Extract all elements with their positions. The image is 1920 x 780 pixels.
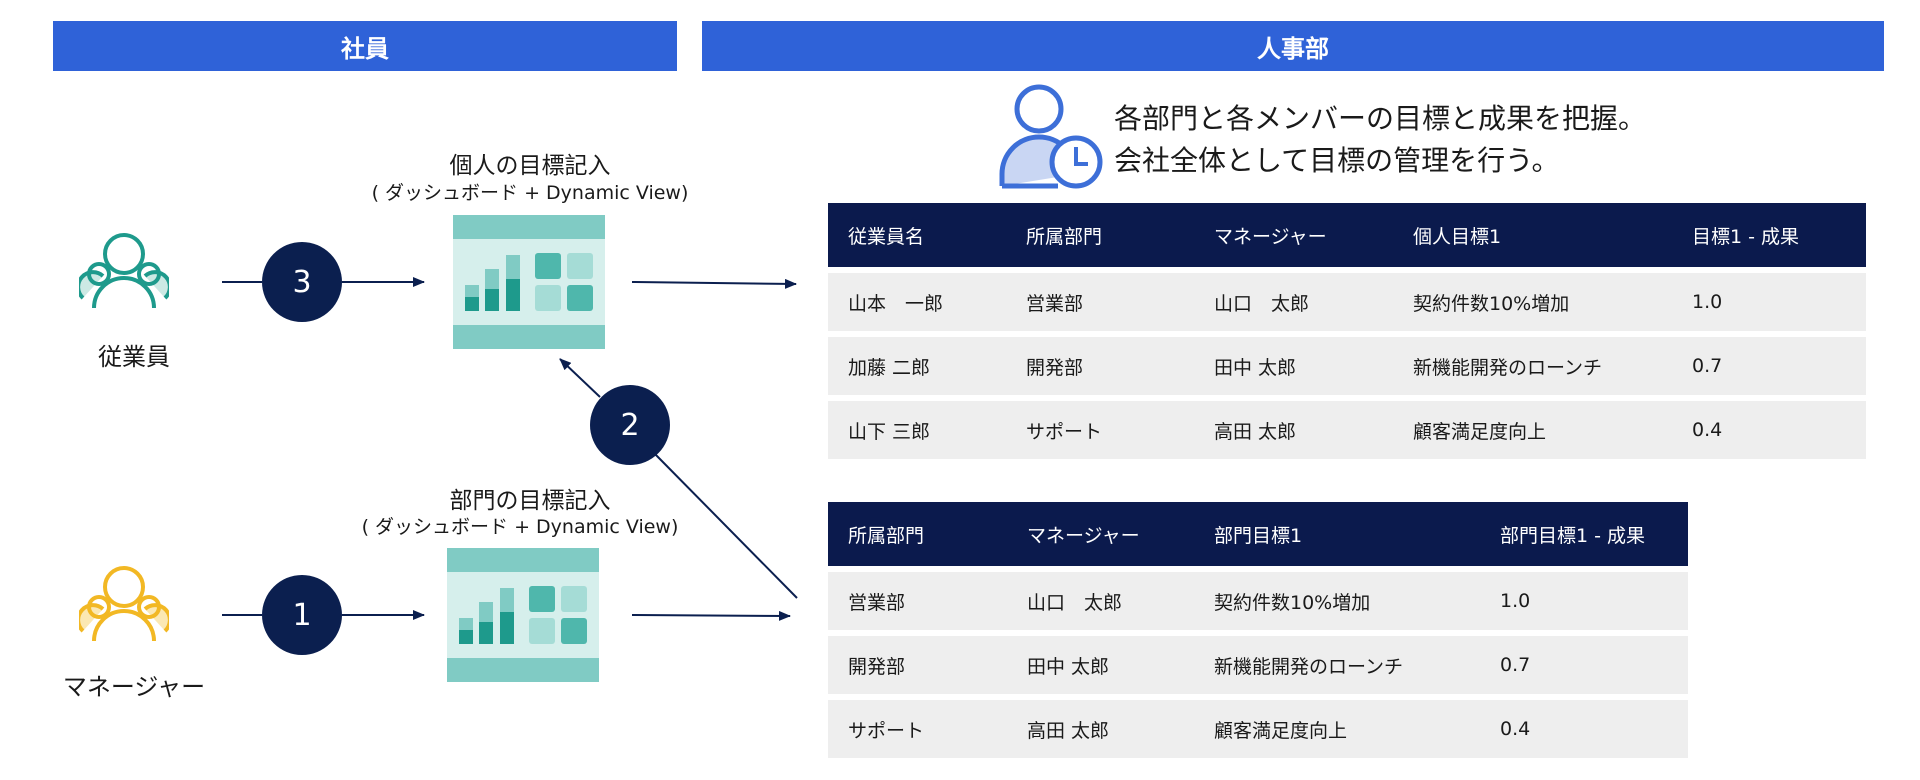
- hr-user-clock-icon: [999, 84, 1103, 189]
- column-header: 目標1 - 成果: [1672, 203, 1866, 267]
- column-header: マネージャー: [1007, 502, 1194, 566]
- table-cell: 山口 太郎: [1194, 273, 1393, 331]
- table-cell: 新機能開発のローンチ: [1194, 636, 1480, 694]
- table-cell: 山口 太郎: [1007, 572, 1194, 630]
- table-cell: 山本 一郎: [828, 273, 1006, 331]
- column-header: 個人目標1: [1393, 203, 1672, 267]
- table-cell: 山下 三郎: [828, 401, 1006, 459]
- table-cell: 0.7: [1672, 337, 1866, 395]
- table-row: 山本 一郎 営業部 山口 太郎 契約件数10%増加 1.0: [828, 273, 1866, 331]
- table-cell: 1.0: [1672, 273, 1866, 331]
- table-cell: 高田 太郎: [1007, 700, 1194, 758]
- step-3-badge: 3: [262, 242, 342, 322]
- table-cell: 田中 太郎: [1194, 337, 1393, 395]
- table-cell: 営業部: [1006, 273, 1194, 331]
- individual-dashboard-title: 個人の目標記入: [449, 153, 611, 179]
- table-header-row: 所属部門 マネージャー 部門目標1 部門目標1 - 成果: [828, 502, 1688, 566]
- table-cell: 0.4: [1672, 401, 1866, 459]
- table-cell: サポート: [1006, 401, 1194, 459]
- table-row: 山下 三郎 サポート 高田 太郎 顧客満足度向上 0.4: [828, 401, 1866, 459]
- manager-group-icon: [79, 566, 169, 642]
- employee-section-banner: 社員: [53, 21, 677, 71]
- table-cell: 顧客満足度向上: [1393, 401, 1672, 459]
- hr-description-line-2: 会社全体として目標の管理を行う。: [1114, 144, 1560, 177]
- arrow-dashboard-to-department-table: [631, 610, 791, 621]
- employee-section-title: 社員: [341, 34, 389, 63]
- department-dashboard-subtitle: ( ダッシュボード + Dynamic View): [361, 516, 679, 538]
- employee-group-icon: [79, 233, 169, 309]
- arrow-dashboard-to-employee-table: [631, 278, 797, 289]
- column-header: 所属部門: [1006, 203, 1194, 267]
- table-cell: 0.7: [1480, 636, 1688, 694]
- column-header: 部門目標1: [1194, 502, 1480, 566]
- table-row: 開発部 田中 太郎 新機能開発のローンチ 0.7: [828, 636, 1688, 694]
- step-1-badge: 1: [262, 575, 342, 655]
- arrow-step2-to-individual-dashboard: [559, 358, 601, 398]
- table-cell: 高田 太郎: [1194, 401, 1393, 459]
- step-2-badge: 2: [590, 385, 670, 465]
- hr-section-title: 人事部: [1257, 34, 1329, 63]
- table-cell: 営業部: [828, 572, 1007, 630]
- table-row: 加藤 二郎 開発部 田中 太郎 新機能開発のローンチ 0.7: [828, 337, 1866, 395]
- hr-section-banner: 人事部: [702, 21, 1884, 71]
- table-cell: 契約件数10%増加: [1393, 273, 1672, 331]
- column-header: 所属部門: [828, 502, 1007, 566]
- table-cell: 契約件数10%増加: [1194, 572, 1480, 630]
- table-cell: 加藤 二郎: [828, 337, 1006, 395]
- table-cell: 新機能開発のローンチ: [1393, 337, 1672, 395]
- column-header: 部門目標1 - 成果: [1480, 502, 1688, 566]
- table-cell: 0.4: [1480, 700, 1688, 758]
- table-cell: 1.0: [1480, 572, 1688, 630]
- table-cell: 開発部: [828, 636, 1007, 694]
- employee-label: 従業員: [98, 343, 170, 371]
- table-cell: 開発部: [1006, 337, 1194, 395]
- table-row: サポート 高田 太郎 顧客満足度向上 0.4: [828, 700, 1688, 758]
- table-cell: 顧客満足度向上: [1194, 700, 1480, 758]
- hr-description: 各部門と各メンバーの目標と成果を把握。 会社全体として目標の管理を行う。: [1114, 98, 1646, 182]
- table-row: 営業部 山口 太郎 契約件数10%増加 1.0: [828, 572, 1688, 630]
- arrow-department-table-to-step2: [653, 452, 798, 599]
- department-goals-table: 所属部門 マネージャー 部門目標1 部門目標1 - 成果 営業部 山口 太郎 契…: [828, 496, 1688, 764]
- hr-description-line-1: 各部門と各メンバーの目標と成果を把握。: [1114, 102, 1647, 135]
- individual-dashboard-subtitle: ( ダッシュボード + Dynamic View): [371, 182, 689, 204]
- employee-goals-table: 従業員名 所属部門 マネージャー 個人目標1 目標1 - 成果 山本 一郎 営業…: [828, 197, 1866, 465]
- manager-label: マネージャー: [62, 673, 206, 701]
- individual-dashboard-icon: [453, 215, 605, 349]
- table-cell: サポート: [828, 700, 1007, 758]
- column-header: マネージャー: [1194, 203, 1393, 267]
- column-header: 従業員名: [828, 203, 1006, 267]
- table-header-row: 従業員名 所属部門 マネージャー 個人目標1 目標1 - 成果: [828, 203, 1866, 267]
- department-dashboard-title: 部門の目標記入: [449, 488, 611, 514]
- department-dashboard-icon: [447, 548, 599, 682]
- table-cell: 田中 太郎: [1007, 636, 1194, 694]
